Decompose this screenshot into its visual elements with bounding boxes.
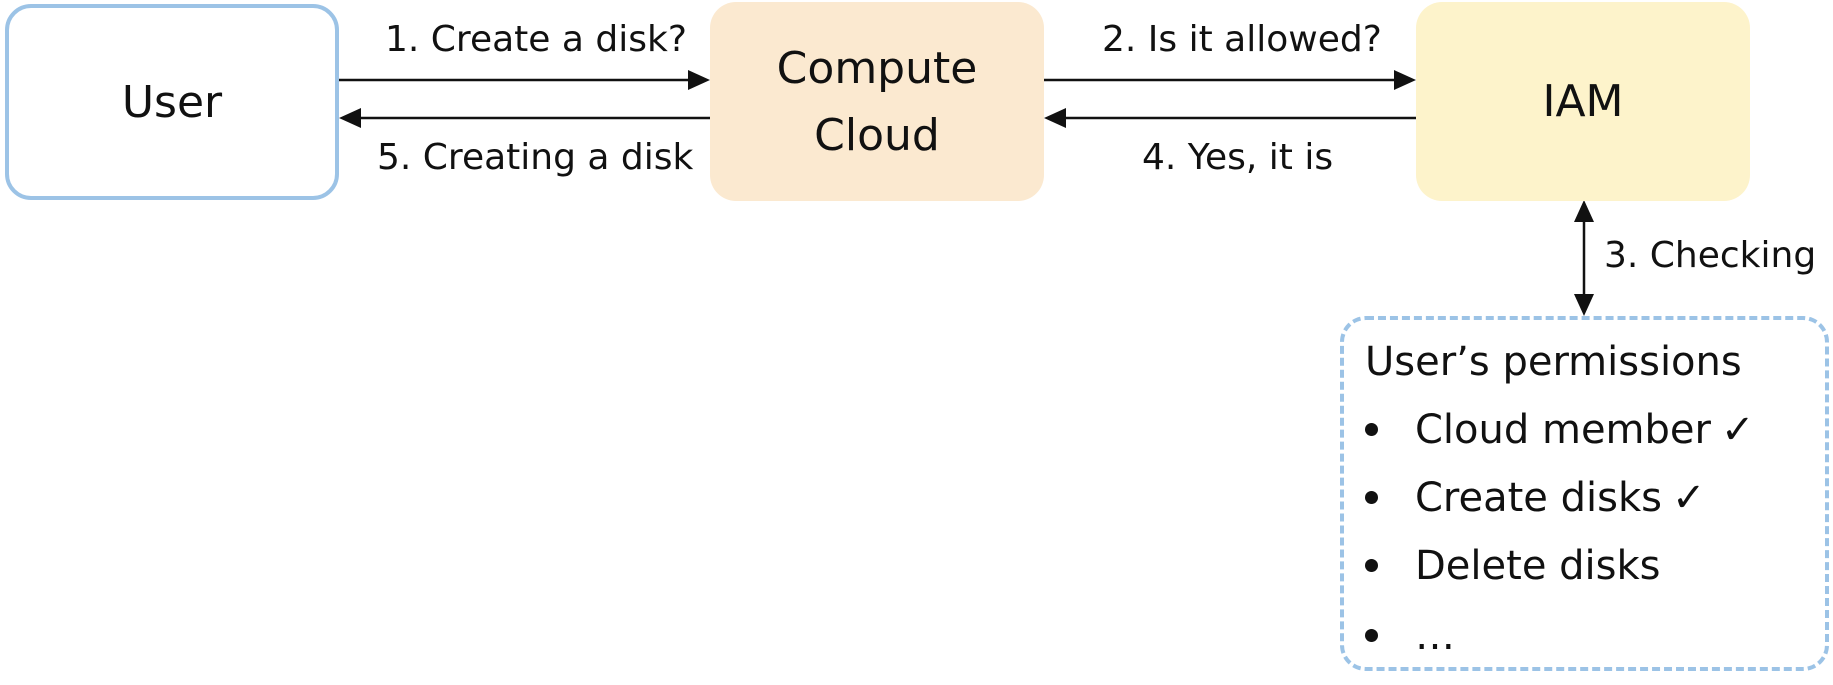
edge-label-step3: 3. Checking [1604,235,1817,276]
permission-label: Delete disks [1415,543,1661,589]
arrowhead-iam-permissions-up [1574,200,1594,222]
edge-label-step4: 4. Yes, it is [1142,137,1334,178]
permission-item: … [1365,612,1465,660]
edge-label-step5: 5. Creating a disk [377,137,694,178]
bullet-icon [1365,612,1415,660]
permissions-title: User’s permissions [1365,339,1742,385]
bullet-icon [1365,474,1415,522]
user-node: User [5,4,339,200]
bullet-icon [1365,542,1415,590]
arrowhead-compute-to-user [339,108,361,128]
iam-node-label: IAM [1542,76,1624,127]
permission-item: Cloud member✓ [1365,406,1754,454]
edge-label-step2: 2. Is it allowed? [1102,19,1382,60]
checkmark-icon: ✓ [1671,475,1706,521]
iam-node: IAM [1416,2,1750,201]
permission-item: Delete disks [1365,542,1671,590]
permissions-box [1340,316,1829,671]
checkmark-icon: ✓ [1720,407,1755,453]
permission-label: Cloud member [1415,407,1711,453]
permission-item: Create disks✓ [1365,474,1706,522]
arrowhead-iam-to-compute [1044,108,1066,128]
permission-label: Create disks [1415,475,1662,521]
arrowhead-user-to-compute [688,70,710,90]
arrowhead-compute-to-iam [1394,70,1416,90]
bullet-icon [1365,406,1415,454]
edge-label-step1: 1. Create a disk? [385,19,687,60]
compute-cloud-node-label: Compute Cloud [776,42,978,161]
compute-cloud-node: Compute Cloud [710,2,1044,201]
arrowhead-iam-permissions-down [1574,294,1594,316]
user-node-label: User [121,76,223,128]
permission-label: … [1415,613,1455,659]
